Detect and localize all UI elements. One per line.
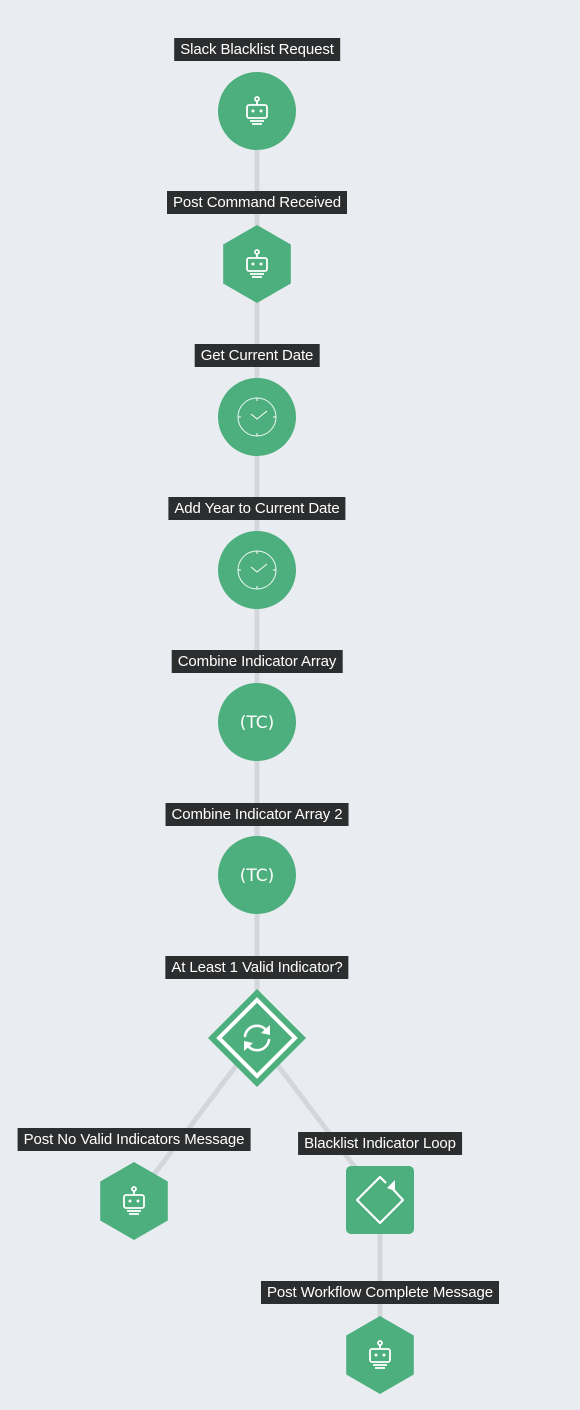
nodes-layer: (TC) (TC) bbox=[100, 72, 414, 1394]
node-combine-indicator-array-2[interactable]: (TC) bbox=[218, 836, 296, 914]
node-label: Slack Blacklist Request bbox=[174, 38, 340, 61]
node-label: Add Year to Current Date bbox=[168, 497, 346, 520]
clock-icon bbox=[237, 397, 277, 437]
tc-icon: (TC) bbox=[240, 866, 275, 886]
node-post-command-received[interactable] bbox=[223, 225, 291, 303]
node-label: Combine Indicator Array 2 bbox=[165, 803, 349, 826]
node-label: Post No Valid Indicators Message bbox=[17, 1128, 251, 1151]
node-blacklist-indicator-loop[interactable] bbox=[346, 1166, 414, 1234]
node-label: At Least 1 Valid Indicator? bbox=[165, 956, 349, 979]
tc-icon: (TC) bbox=[240, 713, 275, 733]
node-combine-indicator-array[interactable]: (TC) bbox=[218, 683, 296, 761]
node-slack-blacklist-request[interactable] bbox=[218, 72, 296, 150]
robot-icon bbox=[246, 96, 268, 125]
refresh-icon bbox=[243, 1024, 271, 1052]
robot-icon bbox=[369, 1340, 391, 1369]
node-add-year-to-current-date[interactable] bbox=[218, 531, 296, 609]
node-label: Post Command Received bbox=[167, 191, 347, 214]
node-post-no-valid-indicators-message[interactable] bbox=[100, 1162, 168, 1240]
node-get-current-date[interactable] bbox=[218, 378, 296, 456]
clock-icon bbox=[237, 550, 277, 590]
node-at-least-1-valid-indicator[interactable] bbox=[208, 989, 306, 1087]
robot-icon bbox=[246, 249, 268, 278]
node-label: Blacklist Indicator Loop bbox=[298, 1132, 462, 1155]
node-label: Post Workflow Complete Message bbox=[261, 1281, 499, 1304]
node-label: Get Current Date bbox=[194, 344, 320, 367]
node-label: Combine Indicator Array bbox=[171, 650, 343, 673]
loop-icon bbox=[355, 1175, 405, 1225]
node-post-workflow-complete-message[interactable] bbox=[346, 1316, 414, 1394]
robot-icon bbox=[123, 1186, 145, 1215]
